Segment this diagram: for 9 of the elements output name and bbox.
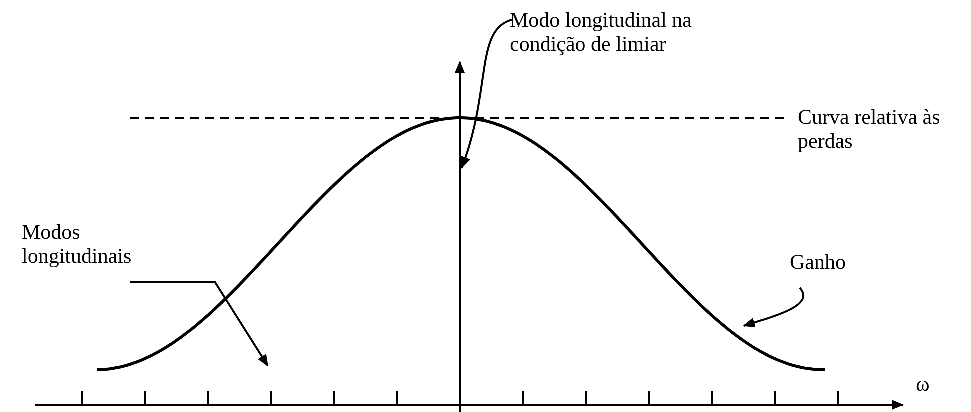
loss-curve-label: Curva relativa às perdas [798, 105, 942, 153]
leader-line [130, 281, 269, 367]
axis-label: ω [916, 372, 931, 396]
callout-text: Modo longitudinal na condição de limiar [510, 8, 770, 56]
vertical-axis [455, 61, 465, 412]
tick-mark [270, 391, 272, 405]
callout-text: Ganho [790, 250, 890, 274]
callout-text: Modos longitudinais [22, 220, 162, 268]
leader-line [460, 19, 512, 169]
